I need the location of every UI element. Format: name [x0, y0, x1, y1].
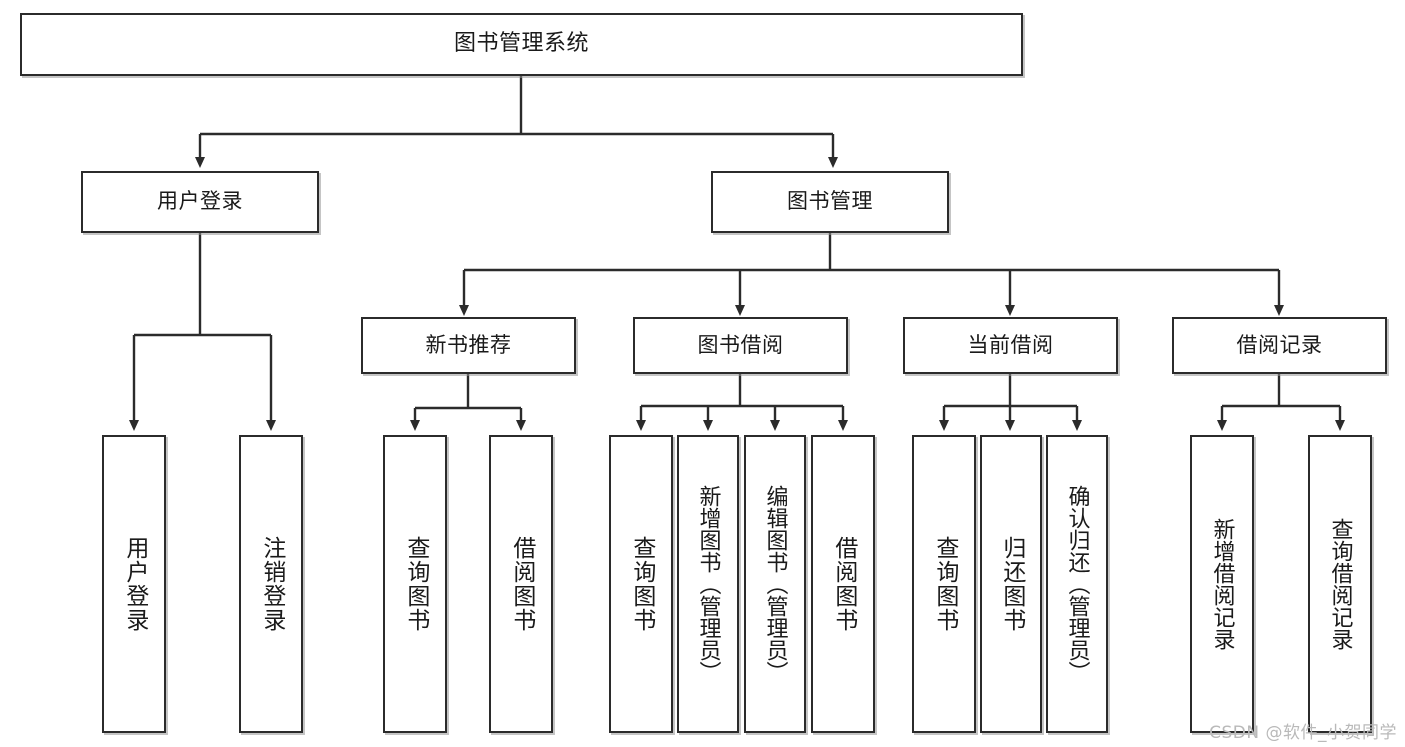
- node-current-borrow[interactable]: 当前借阅: [903, 317, 1118, 374]
- leaf-label: 新增借阅记录: [1209, 518, 1235, 650]
- leaf-query-book-1[interactable]: 查询图书: [383, 435, 447, 733]
- leaf-return-book[interactable]: 归还图书: [980, 435, 1042, 733]
- leaf-add-record[interactable]: 新增借阅记录: [1190, 435, 1254, 733]
- leaf-logout-login[interactable]: 注销登录: [239, 435, 303, 733]
- node-new-book-recommend[interactable]: 新书推荐: [361, 317, 576, 374]
- node-user-login[interactable]: 用户登录: [81, 171, 319, 233]
- leaf-confirm-return[interactable]: 确认归还（管理员）: [1046, 435, 1108, 733]
- leaf-label: 归还图书: [998, 536, 1025, 632]
- leaf-label: 查询图书: [628, 536, 655, 632]
- leaf-query-book-2[interactable]: 查询图书: [609, 435, 673, 733]
- csdn-watermark: CSDN @软件_小贺同学: [1209, 723, 1397, 743]
- leaf-borrow-book-2[interactable]: 借阅图书: [811, 435, 875, 733]
- node-book-borrow[interactable]: 图书借阅: [633, 317, 848, 374]
- leaf-label: 编辑图书（管理员）: [762, 485, 788, 683]
- leaf-label: 查询借阅记录: [1327, 518, 1353, 650]
- leaf-add-book[interactable]: 新增图书（管理员）: [677, 435, 739, 733]
- leaf-label: 注销登录: [258, 536, 285, 632]
- leaf-query-book-3[interactable]: 查询图书: [912, 435, 976, 733]
- node-book-manage[interactable]: 图书管理: [711, 171, 949, 233]
- node-root[interactable]: 图书管理系统: [20, 13, 1023, 76]
- leaf-label: 查询图书: [931, 536, 958, 632]
- leaf-edit-book[interactable]: 编辑图书（管理员）: [744, 435, 806, 733]
- leaf-label: 借阅图书: [830, 536, 857, 632]
- leaf-label: 用户登录: [121, 536, 148, 632]
- leaf-label: 新增图书（管理员）: [695, 485, 721, 683]
- node-borrow-record[interactable]: 借阅记录: [1172, 317, 1387, 374]
- leaf-label: 查询图书: [402, 536, 429, 632]
- leaf-label: 借阅图书: [508, 536, 535, 632]
- leaf-label: 确认归还（管理员）: [1064, 485, 1090, 683]
- leaf-user-login[interactable]: 用户登录: [102, 435, 166, 733]
- leaf-query-record[interactable]: 查询借阅记录: [1308, 435, 1372, 733]
- leaf-borrow-book-1[interactable]: 借阅图书: [489, 435, 553, 733]
